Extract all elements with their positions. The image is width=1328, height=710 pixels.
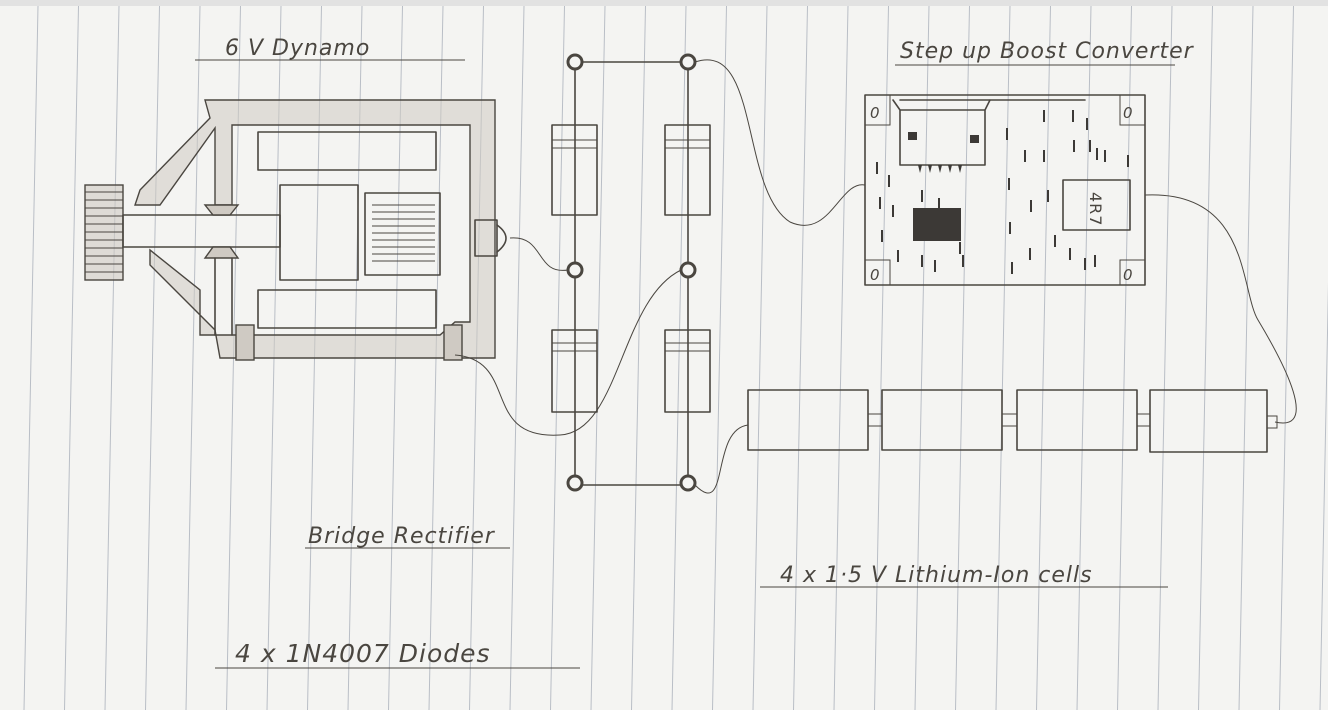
converter-title: Step up Boost Converter — [900, 39, 1195, 64]
rule-line — [1319, 282, 1328, 710]
diode-3 — [551, 329, 598, 413]
diode-bands — [552, 139, 710, 352]
magnet-bottom — [257, 289, 437, 329]
battery-pack — [747, 389, 1278, 453]
rule-line — [1198, 5, 1213, 710]
wire-rectifier-converter — [694, 59, 866, 226]
boost-converter: 4R7 0 0 0 0 Step up Boost Converter — [864, 39, 1195, 286]
usb-connector — [892, 99, 1086, 166]
rule-line — [145, 5, 160, 710]
svg-text:0: 0 — [1123, 266, 1134, 284]
usb-pad — [908, 132, 917, 140]
inductor-marking: 4R7 — [1086, 192, 1105, 226]
connector-cap — [496, 224, 507, 253]
foot-right — [443, 324, 463, 361]
svg-text:0: 0 — [1123, 104, 1134, 122]
bridge-rectifier — [551, 53, 711, 492]
rule-line — [550, 5, 565, 710]
usb-pins — [918, 165, 962, 173]
rule-line — [104, 5, 120, 710]
rule-line — [1157, 5, 1173, 710]
bearings — [203, 204, 240, 259]
rule-line — [1036, 5, 1051, 710]
wire-rectifier-cells — [694, 424, 749, 494]
wire-dynamo-ac2 — [454, 269, 682, 436]
svg-text:0: 0 — [870, 266, 881, 284]
rule-line — [1279, 5, 1294, 710]
rule-line — [1238, 5, 1254, 710]
converter-board — [864, 94, 1146, 286]
diode-2 — [664, 124, 711, 216]
output-connector — [474, 219, 498, 257]
cell-terminals — [868, 413, 1278, 429]
smd-components — [876, 110, 1129, 274]
svg-text:0: 0 — [870, 104, 881, 122]
dynamo-title: 6 V Dynamo — [225, 36, 370, 61]
rule-line — [752, 5, 768, 710]
cells-label: 4 x 1·5 V Lithium-Ion cells — [780, 563, 1093, 588]
rule-line — [793, 5, 808, 710]
foot-left — [235, 324, 255, 361]
rule-line — [995, 5, 1011, 710]
rule-line — [509, 5, 525, 710]
rule-line — [874, 5, 889, 710]
diode-4 — [664, 329, 711, 413]
diode-1 — [551, 124, 598, 216]
rule-line — [712, 5, 727, 710]
mount-holes: 0 0 0 0 — [865, 95, 1145, 285]
rule-line — [914, 5, 930, 710]
bearing-support — [214, 257, 233, 336]
ic-chip — [913, 208, 961, 241]
magnet-top — [257, 131, 437, 171]
rule-line — [64, 5, 79, 710]
coil-windings — [372, 204, 435, 262]
rule-line — [185, 5, 201, 710]
rule-line — [1117, 5, 1132, 710]
rule-line — [631, 5, 646, 710]
rule-line — [1076, 5, 1092, 710]
usb-pad — [970, 135, 979, 143]
rectifier-wiring — [574, 61, 689, 486]
cell-1 — [747, 389, 869, 451]
rule-line — [590, 5, 606, 710]
wire-dynamo-ac1 — [509, 237, 569, 271]
rule-line — [955, 5, 970, 710]
wire-converter-cells — [1144, 194, 1297, 424]
wires — [454, 59, 1297, 494]
coil — [364, 192, 441, 276]
terminals — [566, 53, 697, 492]
rule-line — [671, 5, 687, 710]
gear-teeth — [85, 191, 123, 273]
dynamo-drawing: 6 V Dynamo — [84, 36, 507, 361]
rectifier-label: Bridge Rectifier — [308, 524, 496, 549]
diodes-label: 4 x 1N4007 Diodes — [235, 639, 491, 668]
top-strip — [0, 0, 1328, 6]
rule-line — [23, 5, 39, 710]
armature — [279, 184, 359, 281]
inductor — [1062, 179, 1131, 231]
dynamo-housing — [134, 99, 496, 359]
rule-line — [833, 5, 849, 710]
